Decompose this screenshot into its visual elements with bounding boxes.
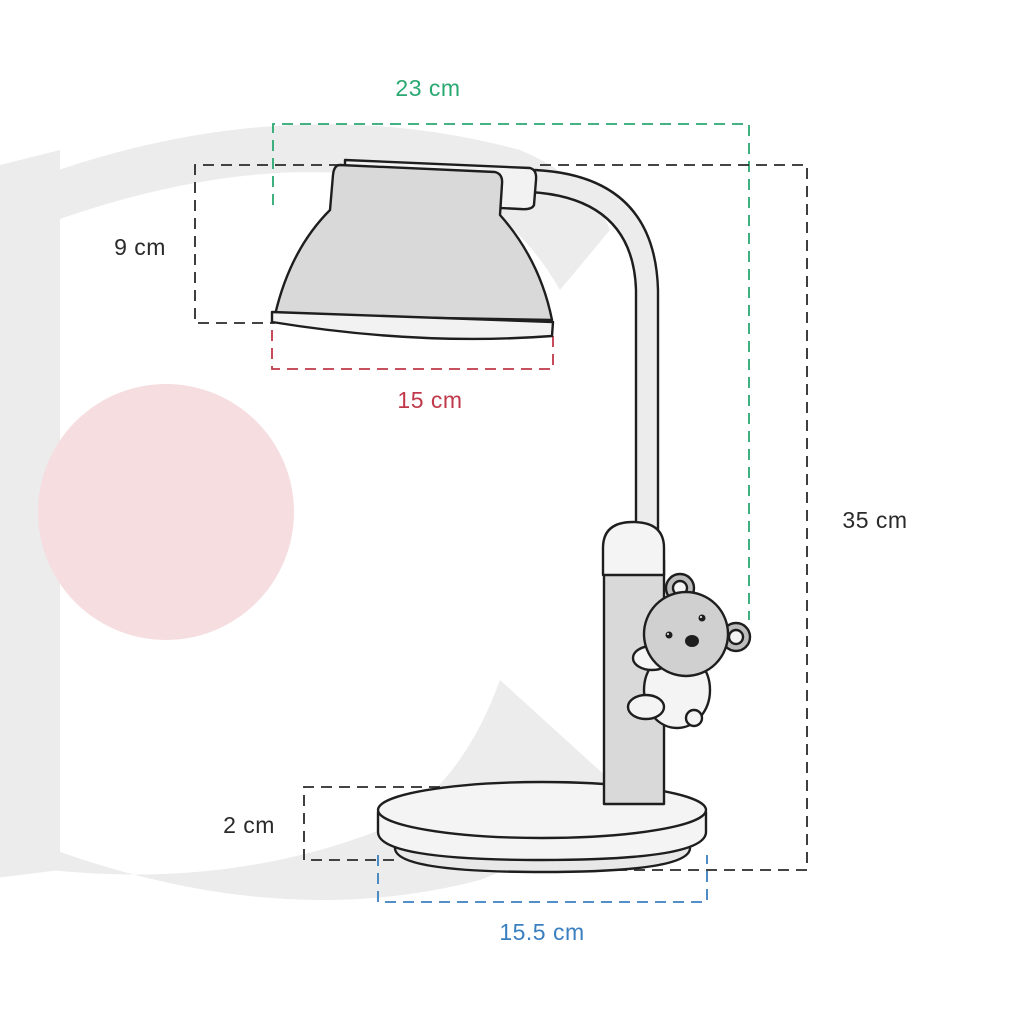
desk-lamp-icon (270, 158, 752, 874)
label-base-width: 15.5 cm (499, 919, 584, 945)
koala-ear-right-inner (727, 628, 745, 646)
guide-base-width (377, 855, 708, 903)
pink-circle (38, 384, 294, 640)
koala-nose (685, 635, 699, 647)
label-shade-height: 9 cm (114, 234, 166, 260)
lamp-column-cap (601, 520, 666, 577)
koala-eye-right-glint (700, 616, 702, 618)
koala-eye-left-glint (667, 633, 669, 635)
koala-icon (626, 572, 752, 730)
koala-foot (684, 708, 704, 728)
koala-head (642, 590, 730, 678)
koala-eye-left (665, 631, 673, 639)
guide-total-width (272, 123, 750, 620)
koala-eye-right (698, 614, 706, 622)
label-total-width: 23 cm (395, 75, 460, 101)
dimension-labels: 23 cm 9 cm 15 cm 35 cm 2 cm 15.5 cm (114, 75, 907, 945)
lamp-shade-rim (270, 310, 555, 341)
koala-arm-bottom (626, 693, 666, 721)
label-total-height: 35 cm (842, 507, 907, 533)
guide-total-height (520, 164, 808, 871)
guide-shade-width (271, 330, 554, 370)
guide-shade-height (194, 164, 340, 324)
guide-base-height (303, 786, 440, 861)
label-base-height: 2 cm (223, 812, 275, 838)
dimension-guides (194, 123, 808, 903)
background-arc-left (0, 150, 60, 878)
label-shade-width: 15 cm (397, 387, 462, 413)
